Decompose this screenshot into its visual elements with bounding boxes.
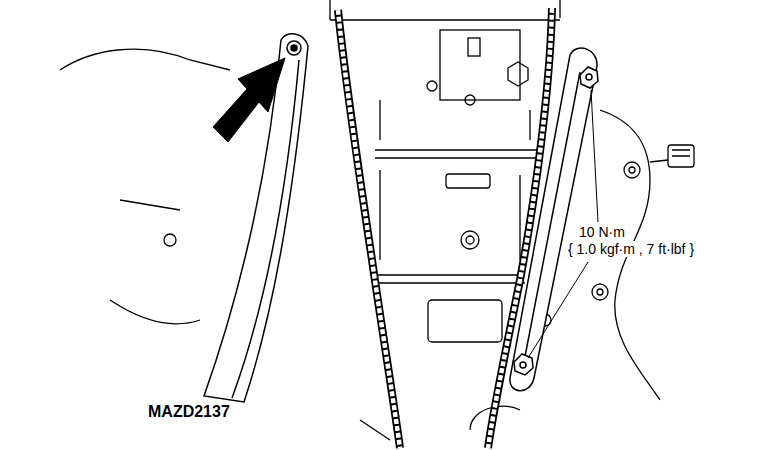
hex-plug [508, 62, 528, 86]
block-rib [375, 150, 540, 283]
bolt-head [624, 162, 640, 178]
chain-run [338, 10, 400, 448]
block-hole [164, 234, 176, 246]
bolt-head [629, 167, 635, 173]
chain-guide [510, 48, 598, 391]
chain-run [338, 10, 400, 448]
block-edge [380, 100, 530, 260]
bolt-head [597, 289, 603, 295]
tensioner-arm [204, 34, 308, 402]
engine-block [60, 0, 694, 440]
block-hole [466, 236, 474, 244]
guide-bolt [520, 362, 526, 368]
block-boss [461, 231, 479, 249]
guide-bolt [514, 354, 533, 375]
block-hole [427, 81, 437, 91]
guide-bolt [586, 74, 592, 80]
leader-line [528, 262, 588, 358]
pointer-arrow [213, 58, 285, 142]
pivot-bolt [291, 45, 297, 51]
block-pocket [428, 300, 502, 342]
block-slot [468, 38, 480, 56]
torque-value: 10 N·m [577, 224, 627, 240]
sensor-connector [650, 150, 690, 162]
leader-line [591, 90, 598, 222]
chain-guide [510, 48, 597, 391]
pivot-bolt [287, 41, 301, 55]
bolt-head [592, 284, 608, 300]
chain-guide-edge [522, 72, 580, 372]
block-slot [446, 174, 490, 188]
figure-code: MAZD2137 [146, 404, 232, 420]
block-outline [330, 0, 560, 20]
torque-value: { 1.0 kgf·m , 7 ft·lbf } [566, 241, 696, 257]
tensioner-arm [204, 34, 308, 402]
guide-bolt [580, 67, 598, 88]
block-outline [60, 49, 230, 324]
block-boss [440, 30, 520, 100]
block-hole [465, 95, 475, 105]
